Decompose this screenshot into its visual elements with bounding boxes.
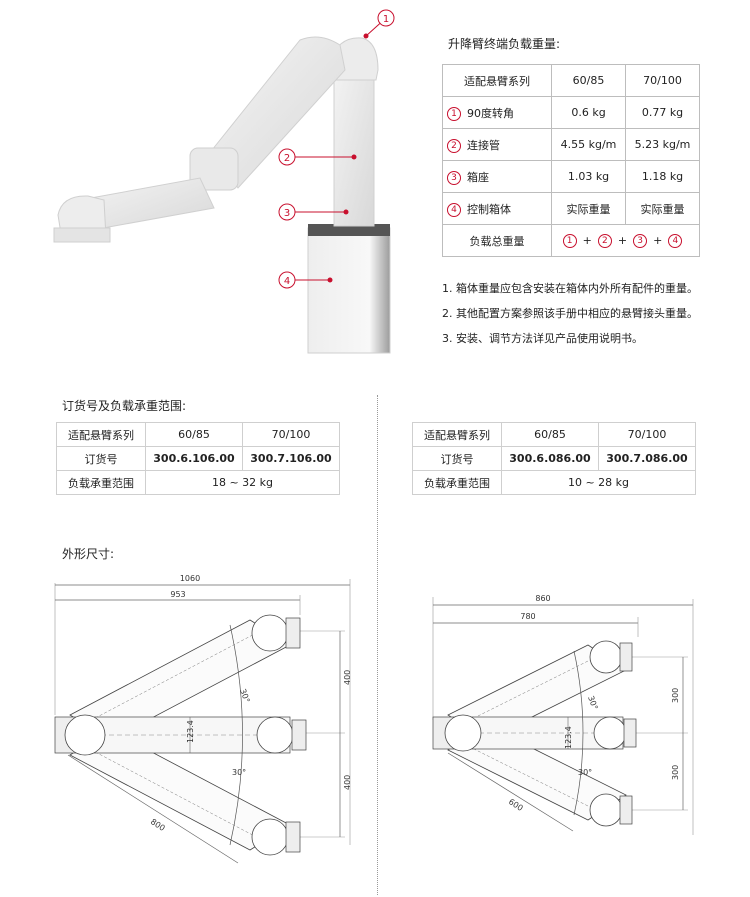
svg-text:4: 4 (284, 276, 290, 287)
control-box-top (308, 224, 390, 236)
svg-text:30°: 30° (586, 695, 599, 711)
svg-text:953: 953 (170, 590, 185, 599)
table-row: 适配悬臂系列 60/85 70/100 (56, 422, 340, 447)
table-row: 负载承重范围 10 ~ 28 kg (412, 470, 696, 495)
svg-text:400: 400 (343, 775, 352, 790)
table-row: 适配悬臂系列 60/85 70/100 (442, 64, 700, 97)
weight-table-title: 升降臂终端负载重量: (448, 37, 561, 51)
svg-text:780: 780 (520, 612, 535, 621)
divider (377, 395, 378, 895)
svg-text:2: 2 (284, 153, 290, 164)
svg-text:400: 400 (343, 670, 352, 685)
callout-4: 4 (278, 271, 296, 289)
svg-text:3: 3 (284, 208, 290, 219)
callout-2: 2 (278, 148, 296, 166)
callout-1: 1 (377, 9, 395, 27)
svg-text:1060: 1060 (180, 574, 200, 583)
drawing-left: 1060 953 400 400 123.4 30° 30° 800 (54, 574, 352, 864)
order-table-left: 适配悬臂系列 60/85 70/100 订货号 300.6.106.00 300… (56, 422, 340, 495)
column (333, 59, 375, 227)
svg-text:30°: 30° (232, 768, 246, 777)
table-row: 适配悬臂系列 60/85 70/100 (412, 422, 696, 447)
control-box (307, 227, 391, 354)
table-row: 负载承重范围 18 ~ 32 kg (56, 470, 340, 495)
product-illustration: 1 2 3 4 (53, 9, 395, 354)
table-row: 负载总重量 1+2+3+4 (442, 224, 700, 257)
svg-text:300: 300 (671, 765, 680, 780)
order-title: 订货号及负载承重范围: (62, 399, 187, 413)
upper-arm (211, 36, 346, 189)
callout-3: 3 (278, 203, 296, 221)
svg-text:30°: 30° (238, 688, 251, 704)
svg-text:123.4: 123.4 (186, 720, 195, 743)
dims-title: 外形尺寸: (62, 547, 115, 561)
svg-text:860: 860 (535, 594, 550, 603)
table-row: 订货号 300.6.106.00 300.7.106.00 (56, 446, 340, 471)
drawing-right: 860 780 300 300 123.4 30° 30° 600 (432, 594, 694, 835)
svg-text:123.4: 123.4 (564, 726, 573, 749)
svg-text:300: 300 (671, 688, 680, 703)
svg-text:800: 800 (149, 817, 167, 833)
notes: 1. 箱体重量应包含安装在箱体内外所有配件的重量。 2. 其他配置方案参照该手册… (442, 282, 698, 345)
order-table-right: 适配悬臂系列 60/85 70/100 订货号 300.6.086.00 300… (412, 422, 696, 495)
total-formula: 1+2+3+4 (551, 224, 700, 257)
svg-text:1: 1 (383, 14, 389, 25)
svg-text:30°: 30° (578, 768, 592, 777)
table-row: 订货号 300.6.086.00 300.7.086.00 (412, 446, 696, 471)
